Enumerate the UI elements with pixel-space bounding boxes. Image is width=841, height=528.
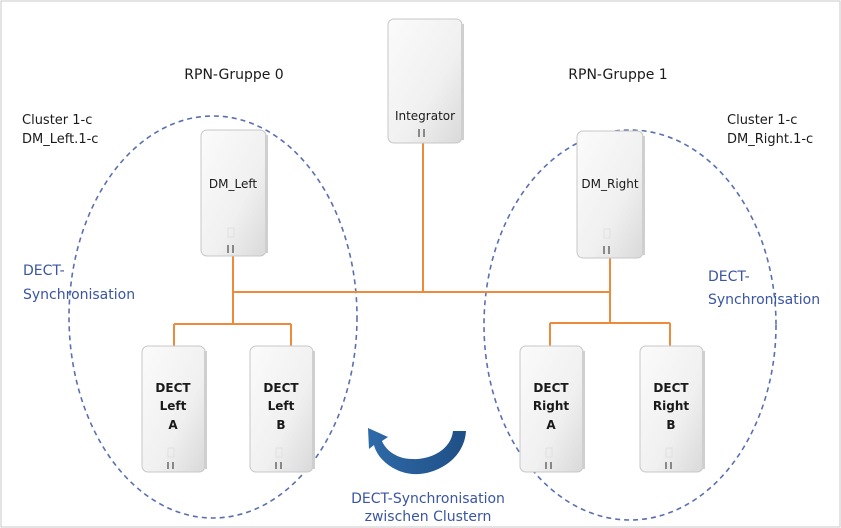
integrator-label: Integrator: [395, 109, 455, 123]
device-dm-right: DM_Right: [576, 130, 645, 259]
dect-left-b-line2: Left: [268, 399, 295, 413]
dect-right-a-line3: A: [546, 418, 556, 432]
cluster-left-border: [68, 115, 358, 519]
device-dect-right-a: DECT Right A: [519, 345, 585, 473]
group-right-title: RPN-Gruppe 1: [568, 67, 667, 83]
sync-right-line2: Synchronisation: [708, 292, 820, 308]
dect-left-a-line3: A: [168, 418, 178, 432]
dect-right-b-line2: Right: [653, 399, 689, 413]
device-dect-left-b: DECT Left B: [249, 345, 315, 473]
device-dect-right-b: DECT Right B: [639, 345, 705, 473]
dect-right-b-line3: B: [666, 418, 675, 432]
sync-arrow-icon: [368, 428, 466, 475]
sync-left-line1: DECT-: [23, 263, 65, 279]
device-dm-left: DM_Left: [200, 129, 268, 257]
dect-left-b-line3: B: [276, 418, 285, 432]
dm-right-label: DM_Right: [581, 177, 638, 191]
group-left-title: RPN-Gruppe 0: [184, 67, 283, 83]
dect-left-b-line1: DECT: [263, 381, 299, 395]
dect-right-b-line1: DECT: [653, 381, 689, 395]
dect-left-a-line2: Left: [160, 399, 187, 413]
device-integrator: Integrator: [387, 18, 464, 144]
device-dect-left-a: DECT Left A: [141, 345, 207, 473]
sync-between-line2: zwischen Clustern: [365, 509, 492, 525]
dm-left-label: DM_Left: [209, 177, 257, 191]
dect-right-a-line1: DECT: [533, 381, 569, 395]
cluster-left-line2: DM_Left.1-c: [22, 132, 98, 147]
cluster-right-line2: DM_Right.1-c: [727, 132, 813, 147]
cluster-right-border: [483, 129, 777, 521]
cluster-right-line1: Cluster 1-c: [727, 113, 797, 128]
dect-right-a-line2: Right: [533, 399, 569, 413]
sync-left-line2: Synchronisation: [23, 287, 135, 303]
sync-right-line1: DECT-: [708, 269, 750, 285]
ethernet-cabling: [173, 143, 671, 346]
cluster-left-line1: Cluster 1-c: [22, 113, 92, 128]
dect-left-a-line1: DECT: [155, 381, 191, 395]
sync-between-line1: DECT-Synchronisation: [351, 491, 505, 507]
